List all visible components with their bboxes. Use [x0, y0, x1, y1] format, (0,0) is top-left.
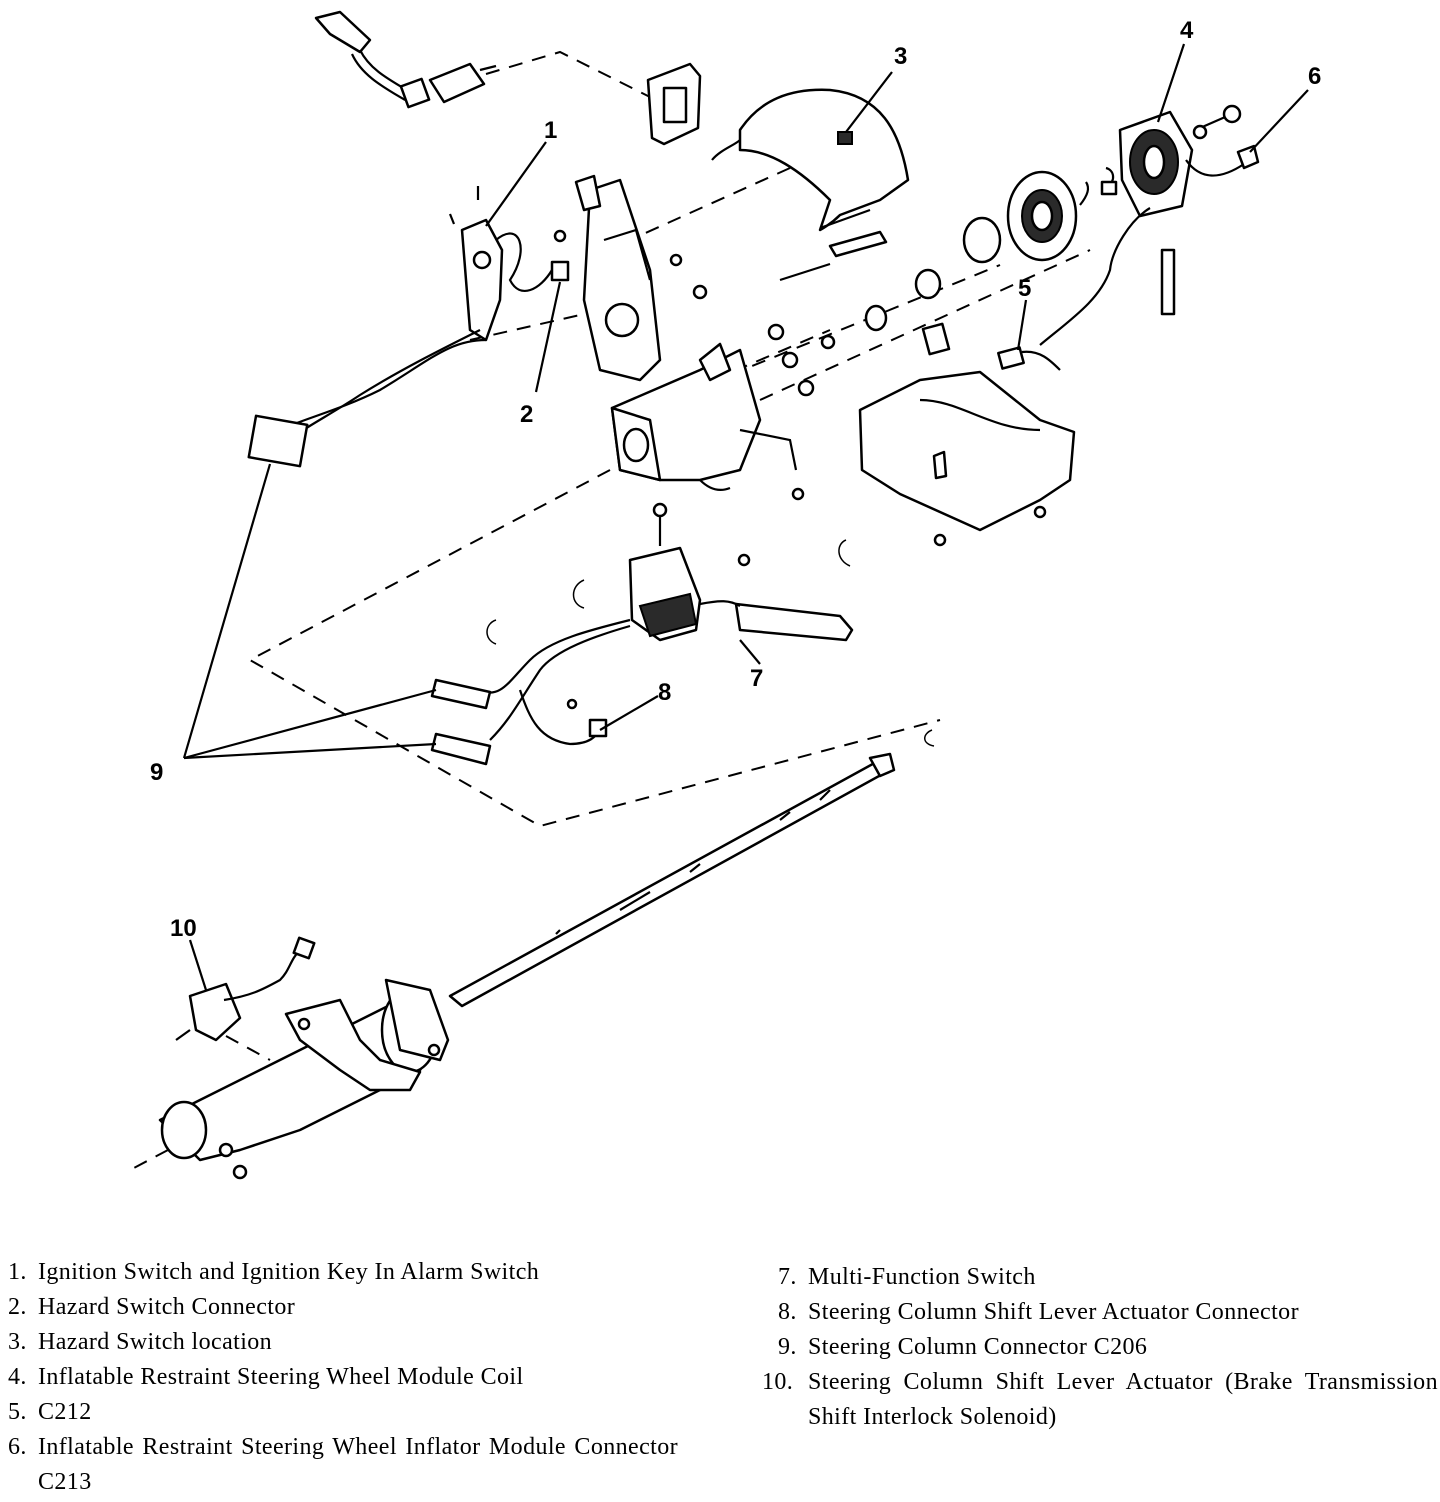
legend-text: Inflatable Restraint Steering Wheel Infl… — [38, 1434, 678, 1495]
leader-lines — [182, 43, 1309, 991]
legend-number: 2. — [8, 1294, 27, 1320]
legend-item: 4. Inflatable Restraint Steering Wheel M… — [8, 1360, 708, 1395]
legend-number: 1. — [8, 1259, 27, 1285]
legend-text: Inflatable Restraint Steering Wheel Modu… — [38, 1364, 524, 1390]
legend-item: 10. Steering Column Shift Lever Actuator… — [762, 1365, 1438, 1435]
screws — [669, 230, 888, 501]
legend-right-column: 7. Multi-Function Switch 8. Steering Col… — [762, 1260, 1438, 1435]
legend-number: 9. — [778, 1334, 797, 1360]
top-wire-harness — [314, 10, 497, 109]
parts-legend: 1. Ignition Switch and Ignition Key In A… — [0, 1255, 1440, 1502]
legend-item: 7. Multi-Function Switch — [778, 1260, 1438, 1295]
callout-2: 2 — [520, 401, 533, 428]
guide-line-cover — [628, 167, 791, 266]
lock-housing — [574, 174, 662, 382]
legend-item: 1. Ignition Switch and Ignition Key In A… — [8, 1255, 708, 1290]
legend-text: Hazard Switch Connector — [38, 1294, 296, 1320]
legend-text: Steering Column Connector C206 — [808, 1334, 1148, 1360]
legend-item: 3. Hazard Switch location — [8, 1325, 708, 1360]
legend-item: 6. Inflatable Restraint Steering Wheel I… — [8, 1430, 678, 1500]
callout-1: 1 — [544, 117, 557, 144]
c212-connector — [997, 346, 1061, 371]
legend-text: Ignition Switch and Ignition Key In Alar… — [38, 1259, 540, 1285]
hub-assembly — [864, 166, 1118, 332]
hazard-switch-and-upper-shroud — [646, 62, 910, 232]
legend-item: 5. C212 — [8, 1395, 708, 1430]
legend-number: 5. — [8, 1399, 27, 1425]
module-coil — [1039, 104, 1245, 346]
guide-line-top — [485, 50, 661, 103]
inflator-module-connector — [1236, 144, 1260, 170]
legend-text: C212 — [38, 1399, 92, 1425]
guide-line-cover2 — [469, 314, 581, 341]
callout-3: 3 — [894, 43, 907, 70]
shift-lever-actuator-connector — [566, 698, 608, 738]
callout-8: 8 — [658, 679, 671, 706]
guide-line-shaft — [247, 469, 941, 828]
legend-number: 3. — [8, 1329, 27, 1355]
legend-number: 6. — [8, 1434, 27, 1460]
callout-10: 10 — [170, 915, 197, 942]
column-jacket — [129, 978, 450, 1180]
vertical-pin — [1160, 248, 1176, 316]
callout-5: 5 — [1018, 275, 1031, 302]
guide-line-right — [689, 249, 1091, 401]
lower-shroud — [858, 322, 1076, 547]
legend-item: 8. Steering Column Shift Lever Actuator … — [778, 1295, 1438, 1330]
legend-number: 10. — [762, 1369, 794, 1395]
legend-text: Hazard Switch location — [38, 1329, 273, 1355]
legend-item: 9. Steering Column Connector C206 — [778, 1330, 1438, 1365]
callout-7: 7 — [750, 665, 763, 692]
ignition-switch — [247, 186, 553, 468]
callout-4: 4 — [1180, 17, 1194, 44]
legend-number: 8. — [778, 1299, 797, 1325]
retaining-clips — [486, 539, 935, 747]
exploded-steering-column-diagram: 1 2 3 4 5 6 7 8 9 10 — [129, 10, 1321, 1180]
column-housing — [610, 342, 798, 491]
c206-connectors — [430, 618, 631, 766]
legend-item: 2. Hazard Switch Connector — [8, 1290, 708, 1325]
legend-left-column: 1. Ignition Switch and Ignition Key In A… — [8, 1255, 708, 1500]
hazard-switch-connector — [550, 229, 570, 282]
legend-text: Steering Column Shift Lever Actuator Con… — [808, 1299, 1299, 1325]
callout-9: 9 — [150, 759, 163, 786]
callout-6: 6 — [1308, 63, 1321, 90]
legend-text: Multi-Function Switch — [808, 1264, 1036, 1290]
multi-function-switch — [628, 502, 854, 642]
btsi-solenoid — [175, 936, 316, 1061]
steering-shaft — [448, 752, 896, 1008]
legend-text: Steering Column Shift Lever Actuator (Br… — [808, 1369, 1438, 1430]
legend-number: 4. — [8, 1364, 27, 1390]
legend-number: 7. — [778, 1264, 797, 1290]
